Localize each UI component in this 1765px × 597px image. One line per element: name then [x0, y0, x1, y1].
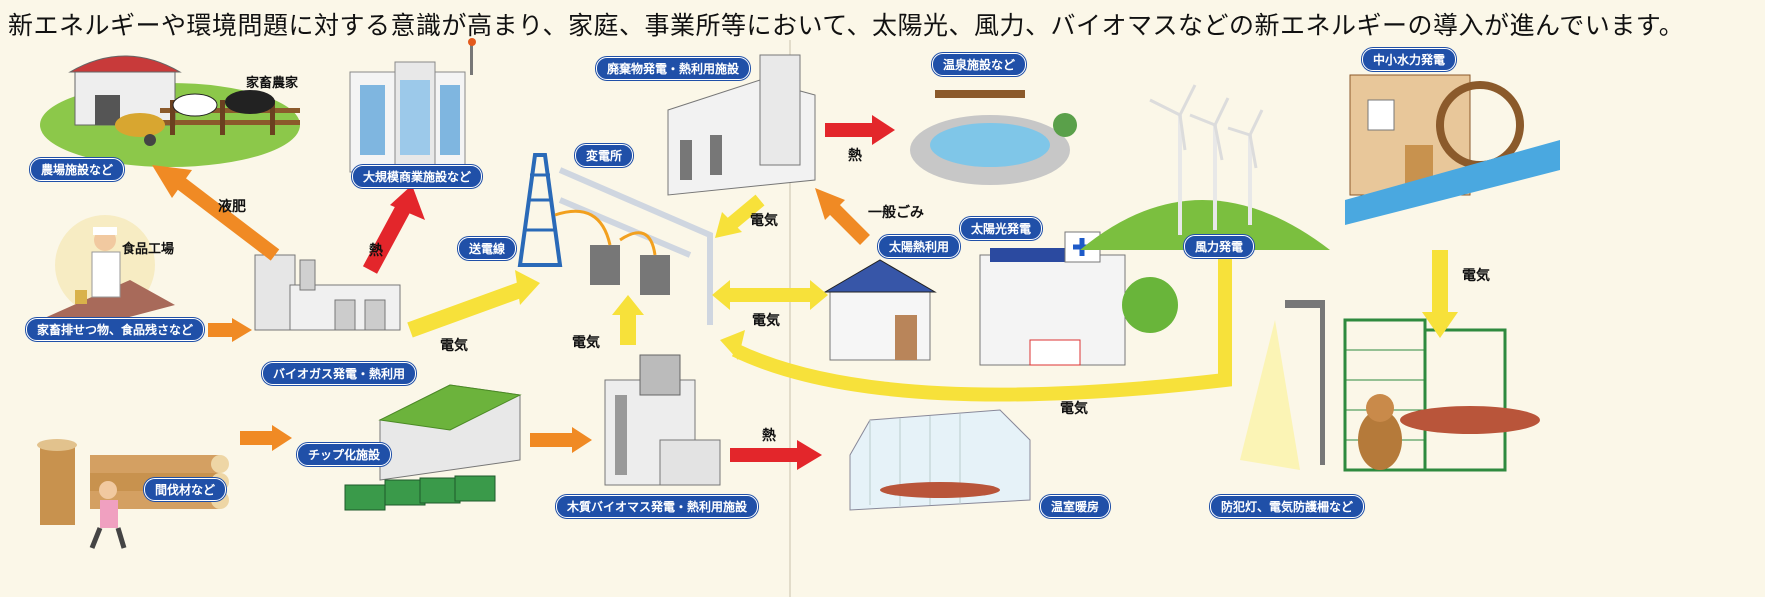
label-liquid-fertilizer: 液肥	[218, 199, 246, 215]
label-electricity-wind: 電気	[1060, 401, 1088, 417]
headline: 新エネルギーや環境問題に対する意識が高まり、家庭、事業所等において、太陽光、風力…	[8, 11, 1685, 40]
arrow-electricity-biogas	[407, 282, 523, 338]
tag-waste-power: 廃棄物発電・熱利用施設	[596, 57, 751, 80]
tag-commercial: 大規模商業施設など	[352, 165, 483, 188]
commercial-building-illustration	[349, 38, 476, 173]
arrow-heat-commercial	[362, 201, 413, 274]
label-livestock-farm: 家畜農家	[246, 76, 299, 91]
arrow-liquid-fertilizer	[165, 169, 280, 261]
arrow-electricity-waste	[725, 194, 765, 231]
arrow-general-waste	[825, 200, 870, 245]
substation-illustration	[517, 153, 713, 325]
security-illustration	[1240, 300, 1540, 472]
food-factory-illustration	[40, 215, 175, 330]
label-electricity-waste: 電気	[750, 213, 778, 229]
label-heat-commercial: 熱	[369, 243, 383, 259]
arrow-electricity-wind	[731, 255, 1232, 402]
tag-wood-biomass: 木質バイオマス発電・熱利用施設	[556, 495, 759, 518]
tag-farm: 農場施設など	[30, 158, 125, 181]
tag-chip: チップ化施設	[297, 443, 392, 466]
label-electricity-biogas: 電気	[440, 338, 468, 354]
wood-biomass-plant-illustration	[604, 354, 721, 486]
tag-greenhouse: 温室暖房	[1040, 495, 1111, 518]
tag-waste-food: 家畜排せつ物、食品残さなど	[26, 318, 205, 341]
biogas-plant-illustration	[254, 254, 401, 331]
waste-power-plant-illustration	[667, 54, 816, 196]
tag-substation: 変電所	[575, 144, 634, 167]
tag-biogas: バイオガス発電・熱利用	[262, 362, 417, 385]
label-heat-greenhouse: 熱	[762, 428, 776, 444]
tag-security: 防犯灯、電気防護柵など	[1210, 495, 1365, 518]
farm-illustration	[40, 55, 300, 167]
label-food-factory: 食品工場	[122, 242, 175, 257]
chip-facility-illustration	[344, 384, 522, 511]
arrows	[152, 115, 1458, 470]
label-electricity-hydro: 電気	[1462, 268, 1490, 284]
tag-thinning: 間伐材など	[144, 478, 227, 501]
hydro-illustration	[1345, 74, 1560, 225]
tag-solar-power: 太陽光発電	[960, 217, 1043, 240]
wind-turbines-illustration	[1080, 84, 1330, 250]
tag-hydro: 中小水力発電	[1362, 48, 1457, 71]
label-general-waste: 一般ごみ	[868, 205, 924, 221]
tag-solar-heat: 太陽熱利用	[878, 235, 961, 258]
greenhouse-illustration	[849, 409, 1031, 511]
tag-hot-spring: 温泉施設など	[932, 53, 1027, 76]
label-heat-hot-spring: 熱	[848, 148, 862, 164]
tag-wind: 風力発電	[1184, 235, 1255, 258]
label-electricity-wood: 電気	[572, 335, 600, 351]
hot-spring-illustration	[910, 90, 1077, 185]
label-electricity-house: 電気	[752, 313, 780, 329]
solar-buildings-illustration	[823, 231, 1178, 366]
tag-transmission: 送電線	[458, 237, 517, 260]
